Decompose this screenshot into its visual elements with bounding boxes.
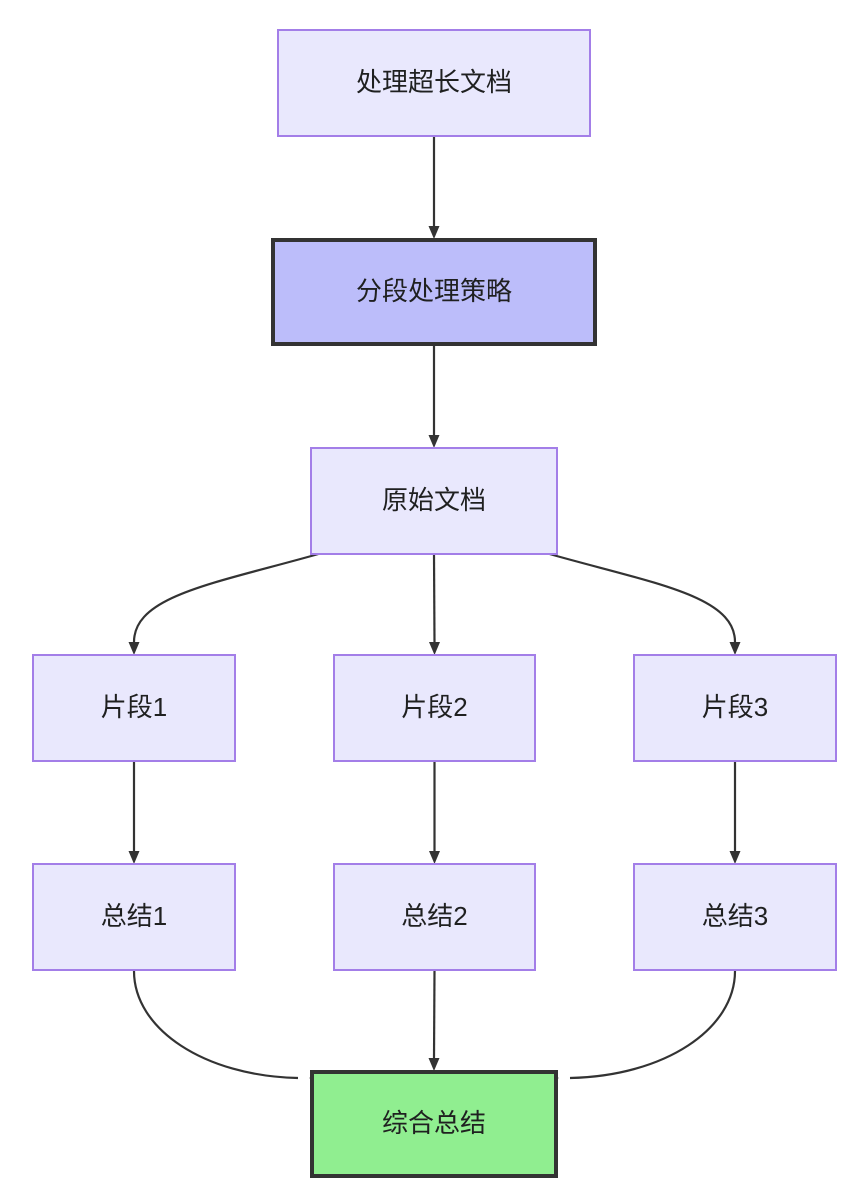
edge-layer <box>128 137 741 1084</box>
node-summary-1[interactable]: 总结1 <box>32 863 236 971</box>
edge-arrowhead <box>128 851 140 864</box>
node-final-summary[interactable]: 综合总结 <box>310 1070 558 1178</box>
edge-arrowhead <box>429 642 440 655</box>
edge-line <box>545 551 737 643</box>
edge-n-source-doc-to-n-fragment-2 <box>429 554 440 655</box>
node-chunk-strategy[interactable]: 分段处理策略 <box>271 238 597 346</box>
edge-n-source-doc-to-n-fragment-3 <box>545 551 741 655</box>
node-box[interactable] <box>32 654 236 762</box>
node-fragment-3[interactable]: 片段3 <box>633 654 837 762</box>
edge-n-source-doc-to-n-fragment-1 <box>128 551 323 655</box>
edge-n-summary-1-to-n-final-summary <box>132 970 322 1084</box>
node-box[interactable] <box>333 863 536 971</box>
edge-arrowhead <box>428 1058 440 1071</box>
edge-n-fragment-1-to-n-summary-1 <box>128 762 140 864</box>
edge-line <box>132 970 299 1080</box>
edge-n-summary-2-to-n-final-summary <box>428 970 440 1071</box>
edge-n-long-doc-to-n-chunk-strategy <box>428 137 440 239</box>
node-fragment-2[interactable]: 片段2 <box>333 654 536 762</box>
edge-n-fragment-3-to-n-summary-3 <box>729 762 741 864</box>
node-box[interactable] <box>32 863 236 971</box>
node-box[interactable] <box>310 447 558 555</box>
edge-n-chunk-strategy-to-n-source-doc <box>428 346 440 448</box>
edge-arrowhead <box>729 851 741 864</box>
node-summary-3[interactable]: 总结3 <box>633 863 837 971</box>
node-summary-2[interactable]: 总结2 <box>333 863 536 971</box>
edge-line <box>432 554 436 643</box>
edge-n-summary-3-to-n-final-summary <box>546 970 737 1084</box>
edge-line <box>432 970 436 1059</box>
edge-arrowhead <box>729 642 741 655</box>
node-fragment-1[interactable]: 片段1 <box>32 654 236 762</box>
node-box[interactable] <box>271 238 597 346</box>
node-box[interactable] <box>633 863 837 971</box>
node-box[interactable] <box>310 1070 558 1178</box>
edge-arrowhead <box>128 642 140 655</box>
edge-line <box>132 551 323 643</box>
node-box[interactable] <box>277 29 591 137</box>
node-box[interactable] <box>633 654 837 762</box>
edge-arrowhead <box>428 226 440 239</box>
edge-arrowhead <box>428 435 440 448</box>
node-source-doc[interactable]: 原始文档 <box>310 447 558 555</box>
edge-n-fragment-2-to-n-summary-2 <box>429 762 440 864</box>
node-long-doc[interactable]: 处理超长文档 <box>277 29 591 137</box>
edge-line <box>569 970 737 1080</box>
edge-arrowhead <box>429 851 440 864</box>
node-box[interactable] <box>333 654 536 762</box>
